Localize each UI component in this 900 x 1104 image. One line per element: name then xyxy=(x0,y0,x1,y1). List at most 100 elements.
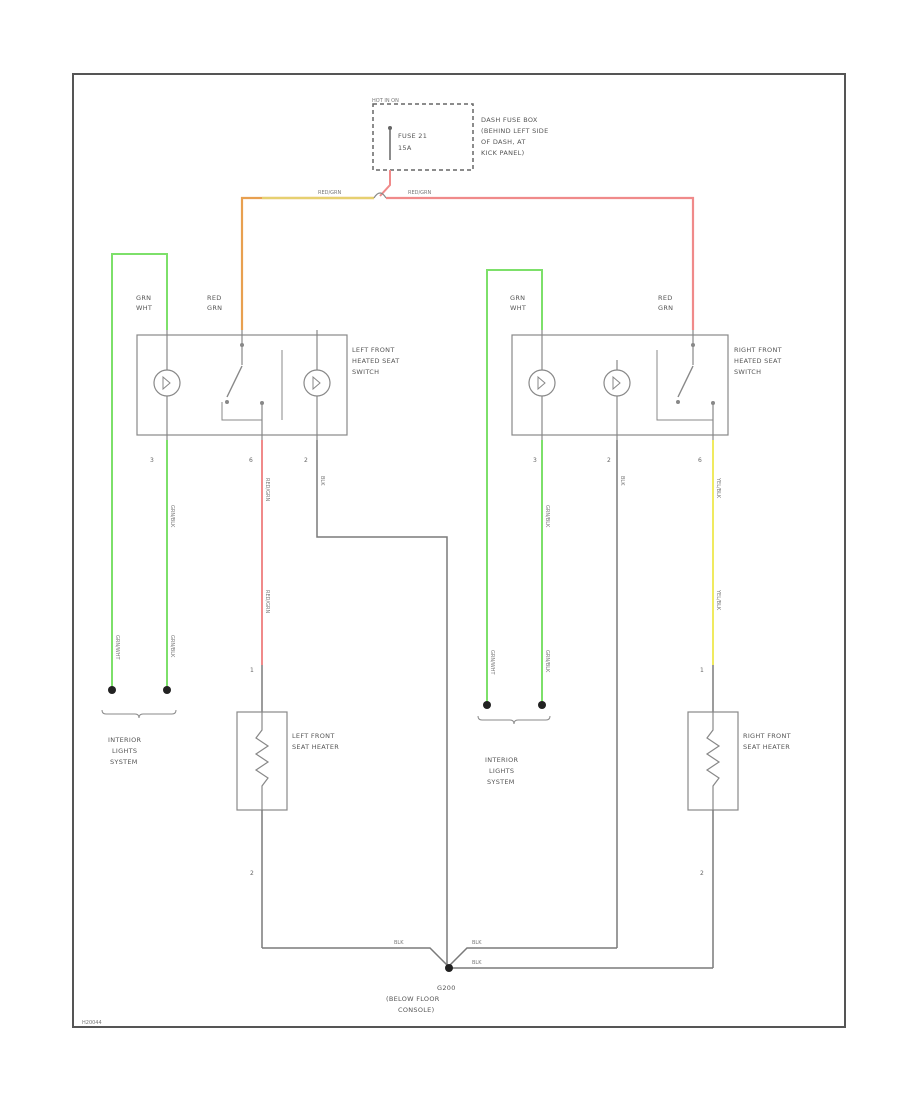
wire-label-blk-right: BLK xyxy=(619,476,625,486)
diagram-frame xyxy=(72,73,846,1028)
ground-point xyxy=(445,964,453,972)
left-interior-connector-1 xyxy=(108,686,116,694)
wire-label-top-left: RED/GRN xyxy=(318,190,342,196)
left-switch-term-b-1: RED xyxy=(207,294,222,302)
wire-label-yel-blk-2: YEL/BLK xyxy=(715,589,721,611)
right-switch-term-a-2: WHT xyxy=(510,304,526,312)
left-interior-connector-2 xyxy=(163,686,171,694)
wire-label-top-right: RED/GRN xyxy=(408,190,432,196)
left-heater-name-1: LEFT FRONT xyxy=(292,732,335,740)
right-heater-name-1: RIGHT FRONT xyxy=(743,732,791,740)
right-switch-pin-1: 3 xyxy=(533,457,537,464)
wire-label-grn-wht-left: GRN/WHT xyxy=(114,635,120,660)
right-switch-inner xyxy=(656,350,713,421)
left-interior-brace xyxy=(101,709,177,719)
right-switch-box xyxy=(511,334,729,436)
right-switch-out-node xyxy=(711,401,715,405)
left-switch-lamp-1 xyxy=(153,369,181,397)
ground-label-heater: BLK xyxy=(472,960,482,966)
ground-wire-right-lamp xyxy=(449,947,617,966)
wire-label-grn-blk-left: GRN/BLK xyxy=(169,505,175,528)
left-switch-term-a-2: WHT xyxy=(136,304,152,312)
right-interior-label-2: LIGHTS xyxy=(489,767,514,775)
fuse-output-wire xyxy=(379,170,391,197)
wire-crossover xyxy=(373,192,387,199)
fuse-desc-2: (BEHIND LEFT SIDE xyxy=(481,127,549,135)
left-switch-lamp-1-icon xyxy=(162,375,171,391)
right-switch-pivot xyxy=(691,343,695,347)
wire-label-red-grn-left-2: RED/GRN xyxy=(264,590,270,614)
right-interior-brace xyxy=(477,715,551,725)
left-switch-term-a-1: GRN xyxy=(136,294,151,302)
right-switch-lamp-1-icon xyxy=(537,375,546,391)
fuse-desc-4: KICK PANEL) xyxy=(481,149,524,157)
right-switch-term-b-2: GRN xyxy=(658,304,673,312)
left-heater-name-2: SEAT HEATER xyxy=(292,743,339,751)
left-heater-element xyxy=(254,712,270,810)
ground-desc-1: (BELOW FLOOR xyxy=(386,995,440,1003)
right-switch-name-2: HEATED SEAT xyxy=(734,357,782,365)
wire-label-red-grn-left: RED/GRN xyxy=(264,478,270,502)
right-switch-lamp-2 xyxy=(603,369,631,397)
left-switch-name-2: HEATED SEAT xyxy=(352,357,400,365)
fuse-desc-3: OF DASH, AT xyxy=(481,138,526,146)
right-switch-blade xyxy=(677,365,694,398)
wire-label-blk-left: BLK xyxy=(319,476,325,486)
ground-label-right: BLK xyxy=(472,940,482,946)
right-heater-element xyxy=(705,712,721,810)
fuse-box-outline xyxy=(372,103,474,171)
ground-id: G200 xyxy=(437,984,456,992)
left-switch-name-3: SWITCH xyxy=(352,368,379,376)
left-interior-label-1: INTERIOR xyxy=(108,736,142,744)
wire-label-grn-blk-right-2: GRN/BLK xyxy=(544,650,550,673)
left-heater-pin-top: 1 xyxy=(250,667,254,674)
right-switch-pin-2: 2 xyxy=(607,457,611,464)
right-switch-lamp-2-icon xyxy=(612,375,621,391)
wire-red-grn-left xyxy=(240,196,374,330)
right-switch-lamp-1 xyxy=(528,369,556,397)
wire-grn-left-loop xyxy=(111,253,168,690)
left-switch-name-1: LEFT FRONT xyxy=(352,346,395,354)
wire-blk-left-lamp xyxy=(316,440,448,915)
left-switch-pin-1: 3 xyxy=(150,457,154,464)
left-switch-lamp-2-icon xyxy=(312,375,321,391)
right-interior-connector-1 xyxy=(483,701,491,709)
right-heater-pin-bot: 2 xyxy=(700,870,704,877)
right-interior-connector-2 xyxy=(538,701,546,709)
right-heater-pin-top: 1 xyxy=(700,667,704,674)
fuse-terminal-top xyxy=(388,126,392,130)
left-switch-link xyxy=(221,402,262,421)
left-interior-label-2: LIGHTS xyxy=(112,747,137,755)
right-switch-name-1: RIGHT FRONT xyxy=(734,346,782,354)
left-switch-lamp-2 xyxy=(303,369,331,397)
wire-red-grn-right xyxy=(386,196,695,330)
fuse-amp-label: 15A xyxy=(398,144,412,152)
wire-label-yel-blk: YEL/BLK xyxy=(715,477,721,499)
right-interior-label-3: SYSTEM xyxy=(487,778,515,786)
left-interior-label-3: SYSTEM xyxy=(110,758,138,766)
wire-label-grn-blk-right: GRN/BLK xyxy=(544,505,550,528)
right-switch-name-3: SWITCH xyxy=(734,368,761,376)
left-switch-pivot xyxy=(240,343,244,347)
footer-code: H20044 xyxy=(82,1020,102,1026)
right-switch-pin-3: 6 xyxy=(698,457,702,464)
right-switch-term-b-1: RED xyxy=(658,294,673,302)
right-heater-name-2: SEAT HEATER xyxy=(743,743,790,751)
right-switch-term-a-1: GRN xyxy=(510,294,525,302)
fuse-desc-1: DASH FUSE BOX xyxy=(481,116,538,124)
ground-wire-left xyxy=(262,947,448,966)
left-switch-out-node xyxy=(260,401,264,405)
fuse-label: FUSE 21 xyxy=(398,132,427,140)
right-interior-label-1: INTERIOR xyxy=(485,756,519,764)
ground-desc-2: CONSOLE) xyxy=(398,1006,434,1014)
wire-label-grn-blk-left-2: GRN/BLK xyxy=(169,635,175,658)
left-switch-term-b-2: GRN xyxy=(207,304,222,312)
fuse-hot-label: HOT IN ON xyxy=(372,98,399,104)
left-switch-blade xyxy=(226,365,243,398)
ground-label-left: BLK xyxy=(394,940,404,946)
right-switch-contact xyxy=(676,400,680,404)
wire-grn-right-loop xyxy=(486,269,543,705)
wire-label-grn-wht-right: GRN/WHT xyxy=(489,650,495,675)
